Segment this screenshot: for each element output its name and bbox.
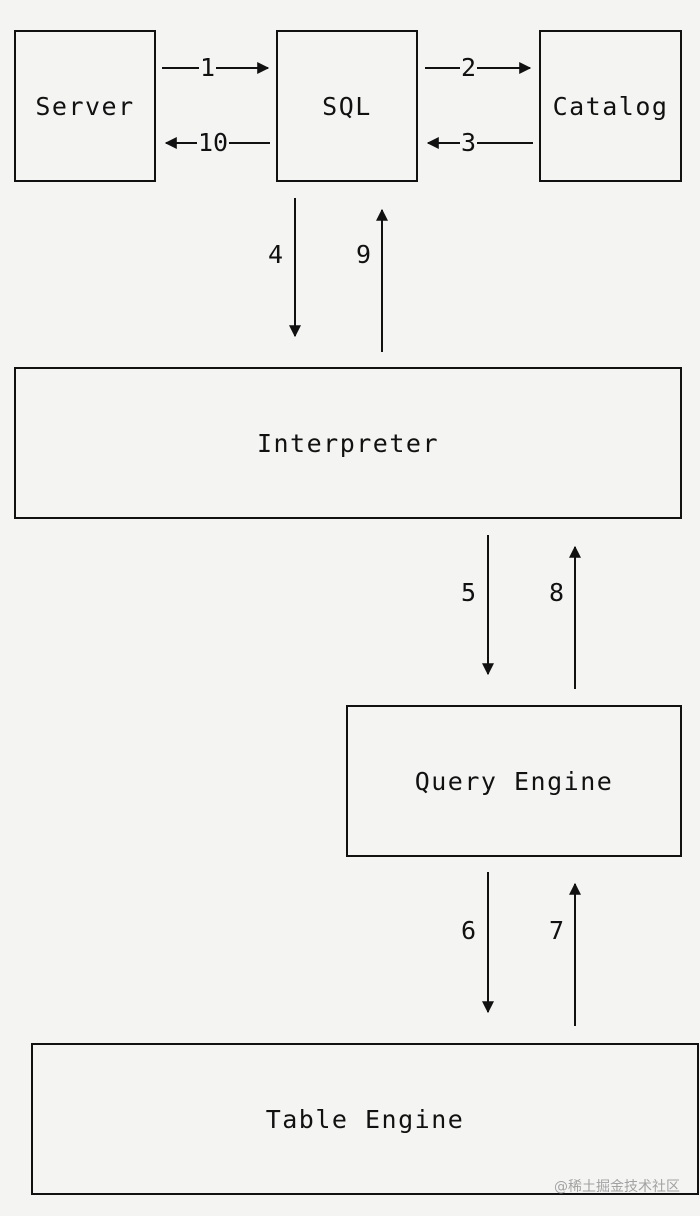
step-8-label: 8	[549, 578, 565, 607]
step-3-label: 3	[460, 128, 478, 157]
step-4-label: 4	[268, 240, 284, 269]
step-2-label: 2	[460, 53, 478, 82]
catalog-label: Catalog	[552, 91, 669, 121]
step-9-label: 9	[356, 240, 372, 269]
step-10-label: 10	[197, 128, 230, 157]
step-5-label: 5	[461, 578, 477, 607]
interpreter-box: Interpreter	[14, 367, 682, 519]
step-1-label: 1	[199, 53, 217, 82]
sql-box: SQL	[276, 30, 418, 182]
table-engine-box: Table Engine	[31, 1043, 699, 1195]
server-label: Server	[35, 91, 135, 121]
catalog-box: Catalog	[539, 30, 682, 182]
query-engine-label: Query Engine	[414, 766, 614, 796]
server-box: Server	[14, 30, 156, 182]
sql-label: SQL	[322, 91, 372, 121]
interpreter-label: Interpreter	[256, 428, 440, 458]
step-7-label: 7	[549, 916, 565, 945]
watermark-text: @稀土掘金技术社区	[554, 1179, 680, 1195]
step-6-label: 6	[461, 916, 477, 945]
query-engine-box: Query Engine	[346, 705, 682, 857]
table-engine-label: Table Engine	[265, 1104, 465, 1134]
